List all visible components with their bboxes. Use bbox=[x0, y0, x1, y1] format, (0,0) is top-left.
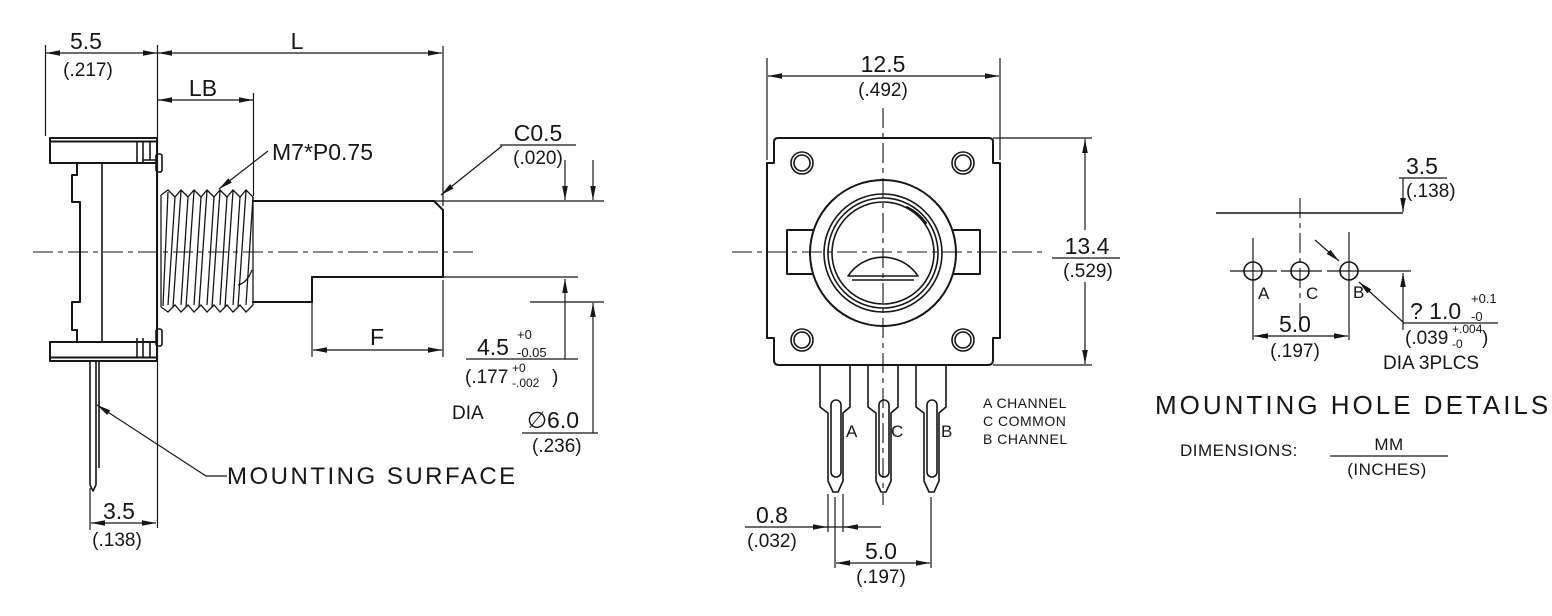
dim-body-width: 12.5 (.492) bbox=[766, 51, 1001, 160]
chamfer-mm: C0.5 bbox=[514, 120, 563, 146]
body-width-in: (.492) bbox=[858, 80, 908, 101]
hole-dia-mm: ? 1.0 bbox=[1410, 298, 1461, 324]
units-inches: (INCHES) bbox=[1347, 460, 1427, 479]
hole-c-label: C bbox=[1306, 284, 1318, 303]
thread-spec-callout: M7*P0.75 bbox=[218, 139, 373, 190]
hole-a-label: A bbox=[1258, 284, 1270, 303]
dim-bushing-length-label: LB bbox=[189, 75, 217, 101]
hole-dia-in-close: ) bbox=[1482, 328, 1488, 349]
body-height-mm: 13.4 bbox=[1065, 233, 1110, 259]
front-view: A C B 12.5 (.492) 13.4 (.529) bbox=[732, 51, 1120, 588]
dim-body-depth: 5.5 (.217) bbox=[44, 28, 159, 528]
hole-view-title: MOUNTING HOLE DETAILS bbox=[1155, 390, 1551, 420]
mounting-hole-view: A C B 3.5 (.138) 5.0 (.197) ? 1.0 +0.1 -… bbox=[1155, 153, 1551, 479]
units-mm: MM bbox=[1374, 435, 1403, 454]
flat-height-minus: -0.05 bbox=[517, 345, 547, 360]
units-note: DIMENSIONS: MM (INCHES) bbox=[1180, 435, 1448, 479]
dim-pin-width: 0.8 (.032) bbox=[745, 494, 881, 552]
body-width-mm: 12.5 bbox=[861, 51, 906, 77]
legend-b: B CHANNEL bbox=[983, 431, 1068, 447]
chamfer-in: (.020) bbox=[513, 148, 563, 169]
mounting-holes: A C B bbox=[1230, 232, 1374, 340]
hole-dia-minus: -0 bbox=[1471, 309, 1483, 324]
dim-shaft-dia: DIA ∅6.0 (.236) bbox=[452, 160, 598, 457]
hole-dia-in-minus: -0 bbox=[1452, 337, 1463, 351]
flat-height-in-plus: +0 bbox=[512, 361, 526, 375]
shaft-dia-label: DIA bbox=[452, 403, 484, 424]
dim-shaft-length-label: L bbox=[291, 28, 304, 54]
pin-width-mm: 0.8 bbox=[756, 502, 788, 528]
pin-b-label: B bbox=[941, 422, 952, 441]
hole-dia-plus: +0.1 bbox=[1471, 291, 1497, 306]
flat-height-in: (.177 bbox=[465, 367, 508, 388]
dim-pin-offset: 3.5 (.138) bbox=[89, 488, 156, 551]
hole-dia-in: (.039 bbox=[1405, 328, 1448, 349]
pin-c-label: C bbox=[891, 422, 903, 441]
side-view: 5.5 (.217) L LB M7*P0.75 C0.5 (.020) bbox=[33, 28, 604, 551]
shaft-dia-mm: ∅6.0 bbox=[527, 407, 579, 433]
encoder-body-front bbox=[766, 137, 1001, 366]
flat-height-plus: +0 bbox=[517, 327, 532, 342]
legend-a: A CHANNEL bbox=[983, 395, 1067, 411]
dim-hole-offset: 3.5 (.138) bbox=[1374, 153, 1456, 330]
corner-rivets bbox=[790, 151, 975, 352]
flat-height-in-close: ) bbox=[552, 367, 558, 388]
dim-body-height: 13.4 (.529) bbox=[993, 137, 1120, 366]
flat-height-mm: 4.5 bbox=[477, 334, 509, 360]
mounting-surface-callout: MOUNTING SURFACE bbox=[96, 404, 518, 490]
channel-legend: A CHANNEL C COMMON B CHANNEL bbox=[983, 395, 1068, 447]
mounting-surface-label: MOUNTING SURFACE bbox=[227, 463, 518, 490]
hole-b-label: B bbox=[1353, 283, 1364, 302]
dim-flat-height: 4.5 +0 -0.05 (.177 +0 -.002 ) bbox=[434, 160, 604, 390]
dim-pin-span: 5.0 (.197) bbox=[834, 497, 932, 588]
hole-span-mm: 5.0 bbox=[1279, 311, 1311, 337]
hole-dia-note: DIA 3PLCS bbox=[1383, 353, 1479, 374]
hole-dia-callout: ? 1.0 +0.1 -0 (.039 +.004 -0 ) DIA 3PLCS bbox=[1314, 239, 1498, 374]
pin-offset-in: (.138) bbox=[92, 530, 142, 551]
units-label: DIMENSIONS: bbox=[1180, 441, 1298, 460]
dim-bushing-length: LB bbox=[158, 75, 255, 196]
pin-width-in: (.032) bbox=[747, 531, 797, 552]
dim-body-depth-mm: 5.5 bbox=[70, 28, 102, 54]
shaft-dia-in: (.236) bbox=[532, 436, 582, 457]
body-height-in: (.529) bbox=[1063, 261, 1113, 282]
threaded-bushing bbox=[160, 189, 254, 313]
legend-c: C COMMON bbox=[983, 413, 1066, 429]
hole-offset-in: (.138) bbox=[1406, 181, 1456, 202]
encoder-body-side bbox=[49, 137, 163, 362]
dim-body-depth-in: (.217) bbox=[63, 60, 113, 81]
hole-dia-in-plus: +.004 bbox=[1452, 322, 1483, 336]
dim-hole-span: 5.0 (.197) bbox=[1254, 311, 1348, 362]
flat-height-in-minus: -.002 bbox=[512, 376, 540, 390]
pin-span-mm: 5.0 bbox=[865, 538, 897, 564]
hole-span-in: (.197) bbox=[1270, 341, 1320, 362]
dim-shaft-length: L bbox=[158, 28, 444, 206]
mounting-pin bbox=[89, 361, 100, 492]
terminal-pins: A C B bbox=[819, 365, 952, 493]
pin-offset-mm: 3.5 bbox=[103, 498, 135, 524]
thread-spec-text: M7*P0.75 bbox=[272, 139, 373, 165]
dim-flat-length-label: F bbox=[370, 324, 384, 350]
hole-offset-mm: 3.5 bbox=[1406, 153, 1438, 179]
dim-flat-length: F bbox=[311, 280, 444, 357]
pin-span-in: (.197) bbox=[856, 567, 906, 588]
pin-a-label: A bbox=[846, 422, 858, 441]
chamfer-callout: C0.5 (.020) bbox=[440, 120, 576, 196]
